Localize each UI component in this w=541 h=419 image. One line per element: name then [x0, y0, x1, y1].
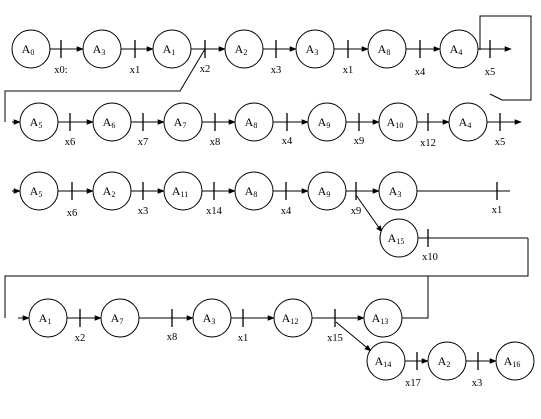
connector-row1-to-row2 [4, 48, 206, 122]
place-node-label: A8 [245, 115, 258, 130]
transition-label: x4 [282, 136, 293, 147]
place-node-circle [234, 102, 274, 142]
transition-label: x5 [485, 67, 496, 78]
transition-label: x3 [271, 65, 282, 76]
place-node-circle [19, 102, 59, 142]
transition-label: x1 [238, 333, 249, 344]
connection-lines [4, 15, 532, 370]
transition-label: x4 [415, 67, 426, 78]
place-node-circle [307, 171, 347, 211]
place-node-circle [92, 171, 132, 211]
place-node-circle [295, 29, 335, 69]
transition-label: x1 [492, 205, 503, 216]
place-node-label: A16 [504, 354, 521, 369]
transition-label: x9 [354, 136, 365, 147]
place-node-label: A2 [235, 42, 248, 57]
place-node-circle [378, 102, 418, 142]
place-node-label: A7 [174, 115, 187, 130]
place-node-label: A3 [93, 42, 106, 57]
place-node-label: A4 [450, 42, 463, 57]
place-node-label: A5 [30, 115, 43, 130]
transition-labels: x0: x1 x2 x3 x1 x4 x5 x6 x7 x8 x4 x9 x12 x5 x6 x3 x14 x4 x… [54, 64, 505, 389]
connector-row1-loop [479, 15, 532, 101]
place-node-circle [378, 171, 418, 211]
transition-label: x4 [281, 206, 292, 217]
place-node-circle [163, 102, 203, 142]
transition-label: x14 [206, 206, 223, 217]
place-node-label: A2 [438, 354, 451, 369]
place-node-label: A5 [30, 184, 43, 199]
place-node-label: A11 [172, 184, 188, 199]
transition-label: x5 [495, 137, 506, 148]
place-node-circle [100, 298, 140, 338]
connector-row4-return [402, 276, 429, 319]
place-node-circle [363, 298, 403, 338]
place-node-circle [163, 171, 203, 211]
place-node-circle [152, 29, 192, 69]
place-node-label: A12 [282, 311, 299, 326]
place-node-circle [28, 298, 68, 338]
transition-label: x3 [472, 378, 483, 389]
transition-label: x7 [138, 137, 149, 148]
place-node-circle [366, 341, 406, 381]
place-node-circle [82, 29, 122, 69]
place-node-circle [307, 102, 347, 142]
place-node-circle [192, 298, 232, 338]
place-node-circle [379, 218, 419, 258]
place-node-label: A8 [245, 184, 258, 199]
place-node-label: A0 [22, 42, 35, 57]
place-node-label: A14 [375, 354, 392, 369]
branch-arrow [355, 194, 383, 233]
place-node-circle [439, 29, 479, 69]
branch-arrow [335, 321, 372, 352]
place-node-label: A13 [372, 311, 389, 326]
transition-label: x2 [200, 64, 211, 75]
place-node-label: A6 [103, 115, 116, 130]
transition-label: x3 [138, 206, 149, 217]
place-node-circle [19, 171, 59, 211]
transition-label: x12 [420, 138, 436, 149]
place-node-circle [448, 102, 488, 142]
transition-label: x6 [67, 208, 78, 219]
transition-label: x2 [75, 333, 86, 344]
transition-label: x8 [167, 332, 178, 343]
place-node-label: A9 [318, 184, 331, 199]
place-node-label: A1 [163, 42, 176, 57]
place-node-circle [273, 298, 313, 338]
transition-label: x17 [405, 378, 421, 389]
place-node-circle [427, 341, 467, 381]
connector-row3-to-row4 [4, 238, 529, 318]
transition-label: x1 [343, 65, 354, 76]
place-node-label: A7 [111, 311, 124, 326]
place-node-label: A3 [389, 184, 402, 199]
place-node-circle [92, 102, 132, 142]
transition-label: x9 [351, 206, 362, 217]
transition-label: x0: [54, 65, 68, 76]
place-node-circle [224, 29, 264, 69]
place-node-circle [495, 341, 535, 381]
transition-label: x1 [130, 65, 141, 76]
place-node-circle [11, 29, 51, 69]
place-node-label: A10 [387, 115, 404, 130]
place-node-label: A4 [459, 115, 472, 130]
place-node-label: A3 [203, 311, 216, 326]
transition-label: x8 [210, 137, 221, 148]
transition-label: x10 [422, 252, 438, 263]
place-node-circle [234, 171, 274, 211]
transition-label: x15 [327, 333, 343, 344]
place-node-label: A8 [378, 42, 391, 57]
place-node-circle [367, 29, 407, 69]
place-node-label: A3 [306, 42, 319, 57]
place-node-label: A15 [388, 231, 405, 246]
place-node-label: A9 [318, 115, 331, 130]
transition-label: x6 [65, 137, 76, 148]
place-node-label: A2 [103, 184, 116, 199]
place-node-label: A1 [39, 311, 52, 326]
